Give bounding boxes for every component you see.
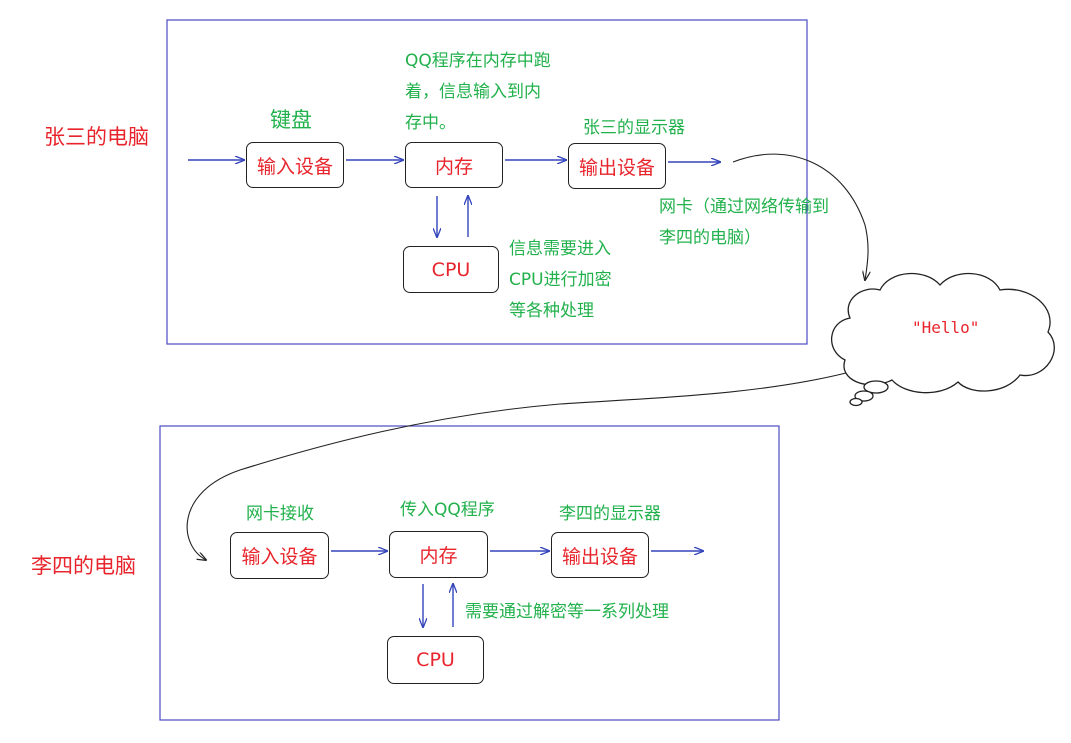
top-computer-frame — [166, 19, 808, 345]
bottom-input-device-box: 输入设备 — [230, 532, 329, 579]
top-cpu-note: 信息需要进入CPU进行加密等各种处理 — [509, 239, 612, 321]
hello-cloud — [830, 272, 1055, 407]
bottom-input-caption: 网卡接收 — [246, 504, 314, 524]
curve-from-cloud — [186, 371, 851, 560]
top-memory-note: QQ程序在内存中跑着，信息输入到内存中。 — [405, 51, 551, 133]
top-output-caption: 张三的显示器 — [583, 118, 685, 138]
bottom-computer-frame — [159, 425, 780, 721]
bottom-side-label: 李四的电脑 — [31, 554, 136, 578]
top-input-caption: 键盘 — [270, 108, 312, 132]
cloud-hello-text: "Hello" — [912, 318, 980, 337]
bottom-memory-caption: 传入QQ程序 — [400, 500, 495, 520]
bottom-memory-box: 内存 — [389, 531, 488, 578]
top-memory-box: 内存 — [405, 142, 503, 188]
bottom-cpu-note: 需要通过解密等一系列处理 — [465, 602, 669, 622]
curve-to-cloud — [732, 153, 868, 280]
top-nic-note: 网卡（通过网络传输到李四的电脑） — [659, 197, 829, 248]
bottom-cpu-box: CPU — [387, 636, 484, 684]
top-output-device-box: 输出设备 — [568, 143, 666, 189]
top-input-device-box: 输入设备 — [246, 142, 344, 188]
bottom-output-caption: 李四的显示器 — [559, 504, 661, 524]
top-cpu-box: CPU — [403, 246, 499, 293]
top-side-label: 张三的电脑 — [44, 125, 149, 149]
bottom-output-device-box: 输出设备 — [551, 532, 649, 578]
